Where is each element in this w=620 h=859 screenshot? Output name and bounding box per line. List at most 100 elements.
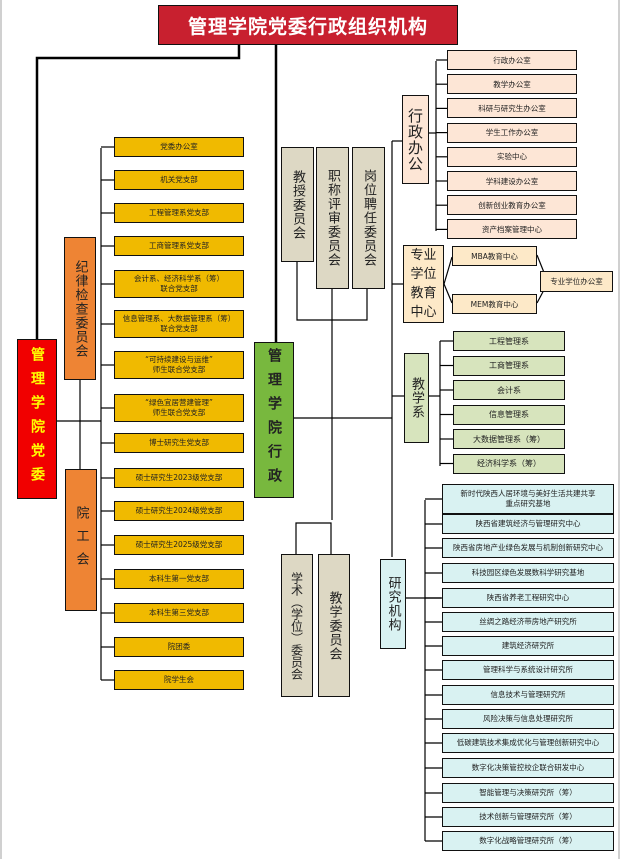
- research-institute-item[interactable]: 技术创新与管理研究所（筹）: [442, 807, 614, 827]
- admin-office-item-label: 实验中心: [497, 152, 527, 162]
- committee-academic-degree[interactable]: 学术（学位）委员会: [281, 554, 313, 697]
- admin-office-item[interactable]: 科研与研究生办公室: [447, 98, 577, 119]
- research-label: 研究机构: [385, 576, 401, 632]
- mem-center-node[interactable]: MEM教育中心: [452, 294, 537, 314]
- committee-label: 教授委员会: [290, 169, 305, 240]
- department-item[interactable]: 经济科学系（筹）: [453, 453, 565, 474]
- research-institute-item[interactable]: 建筑经济研究所: [442, 636, 614, 656]
- party-branch-node[interactable]: 硕士研究生2024级党支部: [114, 501, 244, 521]
- party-branch-node[interactable]: 本科生第一党支部: [114, 569, 244, 589]
- department-item-label: 会计系: [497, 385, 521, 395]
- research-institute-item-label: 陕西省房地产业绿色发展与机制创新研究中心: [453, 543, 603, 552]
- admin-office-item-label: 创新创业教育办公室: [478, 200, 546, 210]
- committee-label: 职称评审委员会: [325, 169, 340, 267]
- research-institute-item[interactable]: 数字化决策管控校企联合研发中心: [442, 758, 614, 778]
- party-branch-node-label: “绿色宜居营建管理” 师生联合党支部: [145, 398, 213, 417]
- party-branch-node[interactable]: “可持续建设与运维” 师生联合党支部: [114, 351, 244, 379]
- admin-office-label: 行政办公: [406, 107, 424, 172]
- party-root-node[interactable]: 管理学院党委: [17, 339, 57, 499]
- party-branch-node[interactable]: 院学生会: [114, 670, 244, 690]
- research-institute-item[interactable]: 信息技术与管理研究所: [442, 685, 614, 705]
- research-institute-item[interactable]: 数字化战略管理研究所（筹）: [442, 831, 614, 851]
- party-root-label: 管理学院党委: [29, 347, 45, 491]
- professional-center-label: 专业学位教育中心: [410, 248, 437, 320]
- party-branch-node[interactable]: 博士研究生党支部: [114, 433, 244, 453]
- committee-teaching[interactable]: 教学委员会: [318, 554, 350, 697]
- research-institute-item-label: 低碳建筑技术集成优化与管理创新研究中心: [456, 738, 600, 747]
- page-border-right: [618, 0, 620, 859]
- research-institute-item-label: 信息技术与管理研究所: [490, 690, 566, 699]
- admin-office-item[interactable]: 资产档案管理中心: [447, 219, 577, 240]
- research-institute-item[interactable]: 陕西省养老工程研究中心: [442, 588, 614, 608]
- research-institute-item-label: 风险决策与信息处理研究所: [483, 714, 573, 723]
- research-institute-item[interactable]: 智能管理与决策研究所（筹）: [442, 783, 614, 803]
- party-branch-node[interactable]: 本科生第三党支部: [114, 603, 244, 623]
- chart-title: 管理学院党委行政组织机构: [158, 5, 458, 45]
- admin-office-item[interactable]: 实验中心: [447, 146, 577, 167]
- party-branch-node[interactable]: 硕士研究生2023级党支部: [114, 468, 244, 488]
- party-branch-node-label: “可持续建设与运维” 师生联合党支部: [145, 355, 213, 374]
- research-institute-item-label: 新时代陕西人居环境与美好生活共建共享 重点研究基地: [460, 489, 596, 508]
- research-institute-item[interactable]: 风险决策与信息处理研究所: [442, 709, 614, 729]
- party-branch-node-label: 会计系、经济科学系（筹） 联合党支部: [134, 274, 224, 293]
- party-branch-node[interactable]: 信息管理系、大数据管理系（筹） 联合党支部: [114, 310, 244, 338]
- research-institute-item[interactable]: 新时代陕西人居环境与美好生活共建共享 重点研究基地: [442, 484, 614, 514]
- research-institute-item[interactable]: 科技园区绿色发展数科学研究基地: [442, 563, 614, 583]
- research-node[interactable]: 研究机构: [380, 559, 406, 649]
- research-institute-item-label: 管理科学与系统设计研究所: [483, 665, 573, 674]
- party-branch-node-label: 信息管理系、大数据管理系（筹） 联合党支部: [122, 314, 236, 333]
- department-item[interactable]: 工程管理系: [453, 331, 565, 351]
- mba-center-label: MBA教育中心: [471, 251, 518, 261]
- research-institute-item[interactable]: 陕西省房地产业绿色发展与机制创新研究中心: [442, 538, 614, 558]
- admin-office-item[interactable]: 创新创业教育办公室: [447, 195, 577, 216]
- research-institute-item[interactable]: 丝绸之路经济带房地产研究所: [442, 612, 614, 632]
- party-branch-node-label: 博士研究生党支部: [149, 438, 209, 447]
- research-institute-item-label: 陕西省养老工程研究中心: [486, 593, 570, 602]
- party-branch-node-label: 工商管理系党支部: [149, 241, 209, 250]
- admin-office-item[interactable]: 学生工作办公室: [447, 122, 577, 143]
- department-item[interactable]: 会计系: [453, 380, 565, 400]
- party-branch-node[interactable]: 机关党支部: [114, 170, 244, 190]
- admin-office-item-label: 学生工作办公室: [485, 128, 539, 138]
- party-branch-node-label: 硕士研究生2024级党支部: [135, 506, 223, 515]
- mba-center-node[interactable]: MBA教育中心: [452, 246, 537, 266]
- department-item[interactable]: 大数据管理系（筹）: [453, 429, 565, 449]
- party-branch-node[interactable]: 院团委: [114, 637, 244, 657]
- professional-office-node[interactable]: 专业学位办公室: [540, 271, 613, 292]
- committee-post-appointment[interactable]: 岗位聘任委员会: [352, 147, 385, 289]
- research-institute-item[interactable]: 低碳建筑技术集成优化与管理创新研究中心: [442, 733, 614, 753]
- department-item-label: 工商管理系: [489, 361, 529, 370]
- committee-title-review[interactable]: 职称评审委员会: [316, 147, 349, 289]
- admin-office-node[interactable]: 行政办公: [402, 95, 429, 184]
- party-branch-node-label: 院团委: [167, 642, 191, 651]
- research-institute-item[interactable]: 陕西省建筑经济与管理研究中心: [442, 514, 614, 534]
- discipline-committee-node[interactable]: 纪律检查委员会: [64, 237, 96, 380]
- admin-root-node[interactable]: 管理学院行政: [254, 342, 294, 498]
- party-branch-node[interactable]: 工程管理系党支部: [114, 203, 244, 223]
- research-institute-item-label: 陕西省建筑经济与管理研究中心: [475, 519, 581, 528]
- union-node[interactable]: 院工会: [65, 469, 97, 611]
- department-item[interactable]: 信息管理系: [453, 404, 565, 425]
- party-branch-node-label: 本科生第三党支部: [149, 608, 209, 617]
- admin-office-item-label: 资产档案管理中心: [482, 224, 542, 234]
- departments-node[interactable]: 教学系: [404, 353, 429, 443]
- department-item[interactable]: 工商管理系: [453, 355, 565, 376]
- mem-center-label: MEM教育中心: [470, 299, 519, 309]
- research-institute-item[interactable]: 管理科学与系统设计研究所: [442, 660, 614, 680]
- admin-office-item[interactable]: 行政办公室: [447, 50, 577, 70]
- party-branch-node[interactable]: “绿色宜居营建管理” 师生联合党支部: [114, 394, 244, 422]
- research-institute-item-label: 数字化战略管理研究所（筹）: [479, 836, 577, 845]
- union-label: 院工会: [73, 505, 89, 575]
- party-branch-node[interactable]: 会计系、经济科学系（筹） 联合党支部: [114, 270, 244, 298]
- admin-root-label: 管理学院行政: [266, 348, 282, 492]
- party-branch-node[interactable]: 工商管理系党支部: [114, 236, 244, 256]
- party-branch-node[interactable]: 硕士研究生2025级党支部: [114, 535, 244, 555]
- admin-office-item[interactable]: 教学办公室: [447, 74, 577, 95]
- admin-office-item[interactable]: 学科建设办公室: [447, 171, 577, 191]
- committee-label: 学术（学位）委员会: [289, 571, 304, 680]
- party-branch-node[interactable]: 党委办公室: [114, 137, 244, 157]
- committee-professors[interactable]: 教授委员会: [281, 147, 314, 262]
- research-institute-item-label: 智能管理与决策研究所（筹）: [479, 788, 577, 797]
- professional-center-node[interactable]: 专业学位教育中心: [403, 245, 444, 323]
